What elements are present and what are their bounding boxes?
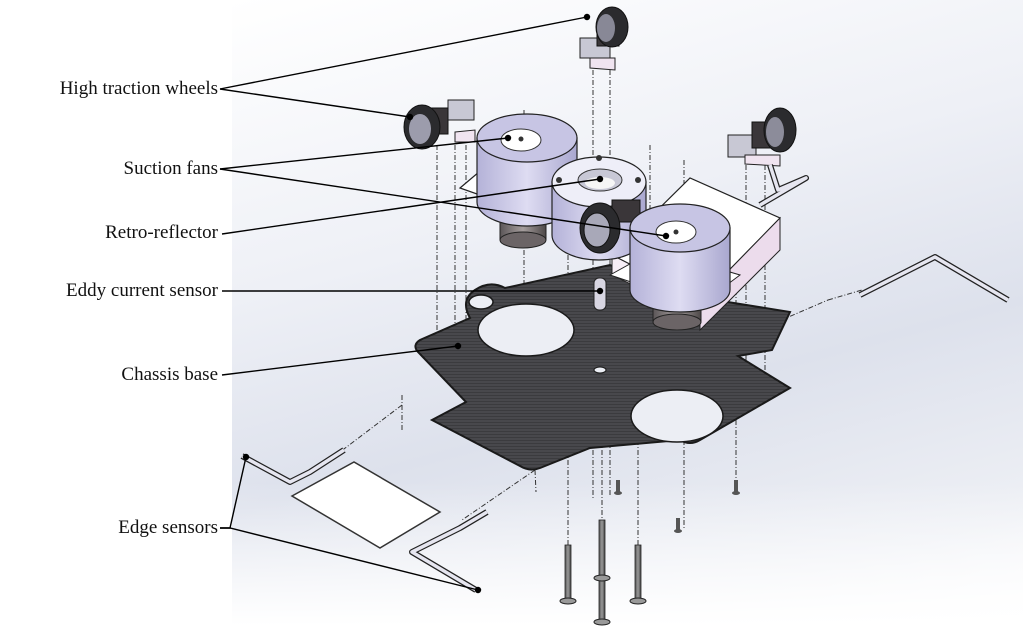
standoff-bolts <box>559 480 740 626</box>
standoff-bolt <box>559 544 577 605</box>
label-edge-sensors: Edge sensors <box>118 517 218 538</box>
label-suction-fans: Suction fans <box>123 158 218 179</box>
leader-wheels-left <box>219 88 411 118</box>
suction-fan-right <box>608 203 742 331</box>
edge-sensor-left <box>240 447 346 485</box>
leader-edge-top <box>220 456 247 529</box>
screw <box>732 480 740 495</box>
edge-sensor-top-right <box>758 164 809 208</box>
edge-sensor-bottom <box>409 509 489 593</box>
wheel-right <box>727 107 797 167</box>
leader-reflector <box>221 178 601 235</box>
label-high-traction-wheels: High traction wheels <box>59 78 218 99</box>
fan-hole-left <box>477 303 575 357</box>
wheel-front <box>579 199 641 254</box>
leader-fans-left <box>219 137 509 170</box>
leader-wheels-top <box>219 16 588 90</box>
label-chassis-base: Chassis base <box>121 364 218 385</box>
leader-lines <box>219 16 667 591</box>
leader-edge-bottom <box>220 527 479 591</box>
wheel-left <box>403 99 476 150</box>
standoff-bolt <box>629 544 647 605</box>
label-eddy-current-sensor: Eddy current sensor <box>66 280 218 301</box>
screw <box>614 480 622 495</box>
fan-hole-right <box>630 389 724 443</box>
edge-sensor-far-right <box>858 254 1010 303</box>
label-retro-reflector: Retro-reflector <box>105 222 218 243</box>
edge-sensors <box>240 164 1010 593</box>
standoff-bolt <box>593 519 611 626</box>
leader-dots <box>242 13 670 594</box>
screw <box>674 518 682 533</box>
cover-plate <box>290 461 442 549</box>
leader-chassis <box>221 345 459 376</box>
wheel-top <box>579 6 629 71</box>
